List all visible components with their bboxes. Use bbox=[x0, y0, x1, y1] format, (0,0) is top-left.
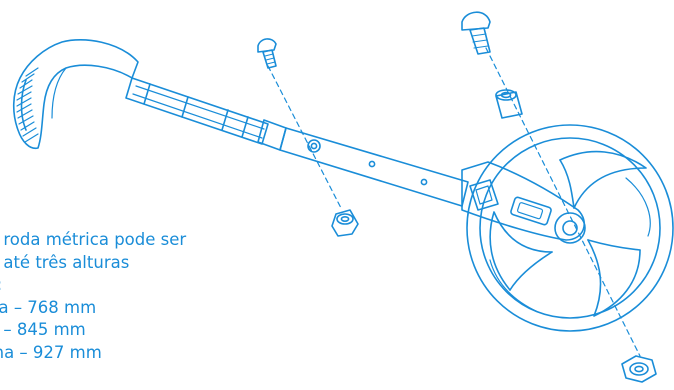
left-nut bbox=[331, 209, 359, 237]
height-option-low: na – 768 mm bbox=[0, 297, 97, 317]
wheel-fork bbox=[461, 161, 586, 241]
right-bolt bbox=[461, 11, 491, 55]
spacer-sleeve bbox=[495, 89, 523, 119]
instruction-line: s: bbox=[0, 274, 278, 297]
grip-ribs bbox=[16, 67, 39, 143]
height-instructions: a roda métrica pode ser o até três altur… bbox=[0, 229, 278, 365]
height-option-high: ma – 927 mm bbox=[0, 342, 102, 362]
handle-shaft bbox=[125, 77, 287, 151]
assembly-guides bbox=[267, 47, 641, 357]
left-bolt bbox=[257, 38, 277, 69]
extension-tube bbox=[279, 127, 469, 207]
handle-grip bbox=[12, 39, 139, 150]
right-nut bbox=[621, 355, 657, 383]
height-option-medium: a – 845 mm bbox=[0, 320, 86, 340]
instruction-line: a roda métrica pode ser bbox=[0, 230, 187, 249]
instruction-line: o até três alturas bbox=[0, 252, 130, 272]
wheel bbox=[466, 124, 674, 332]
